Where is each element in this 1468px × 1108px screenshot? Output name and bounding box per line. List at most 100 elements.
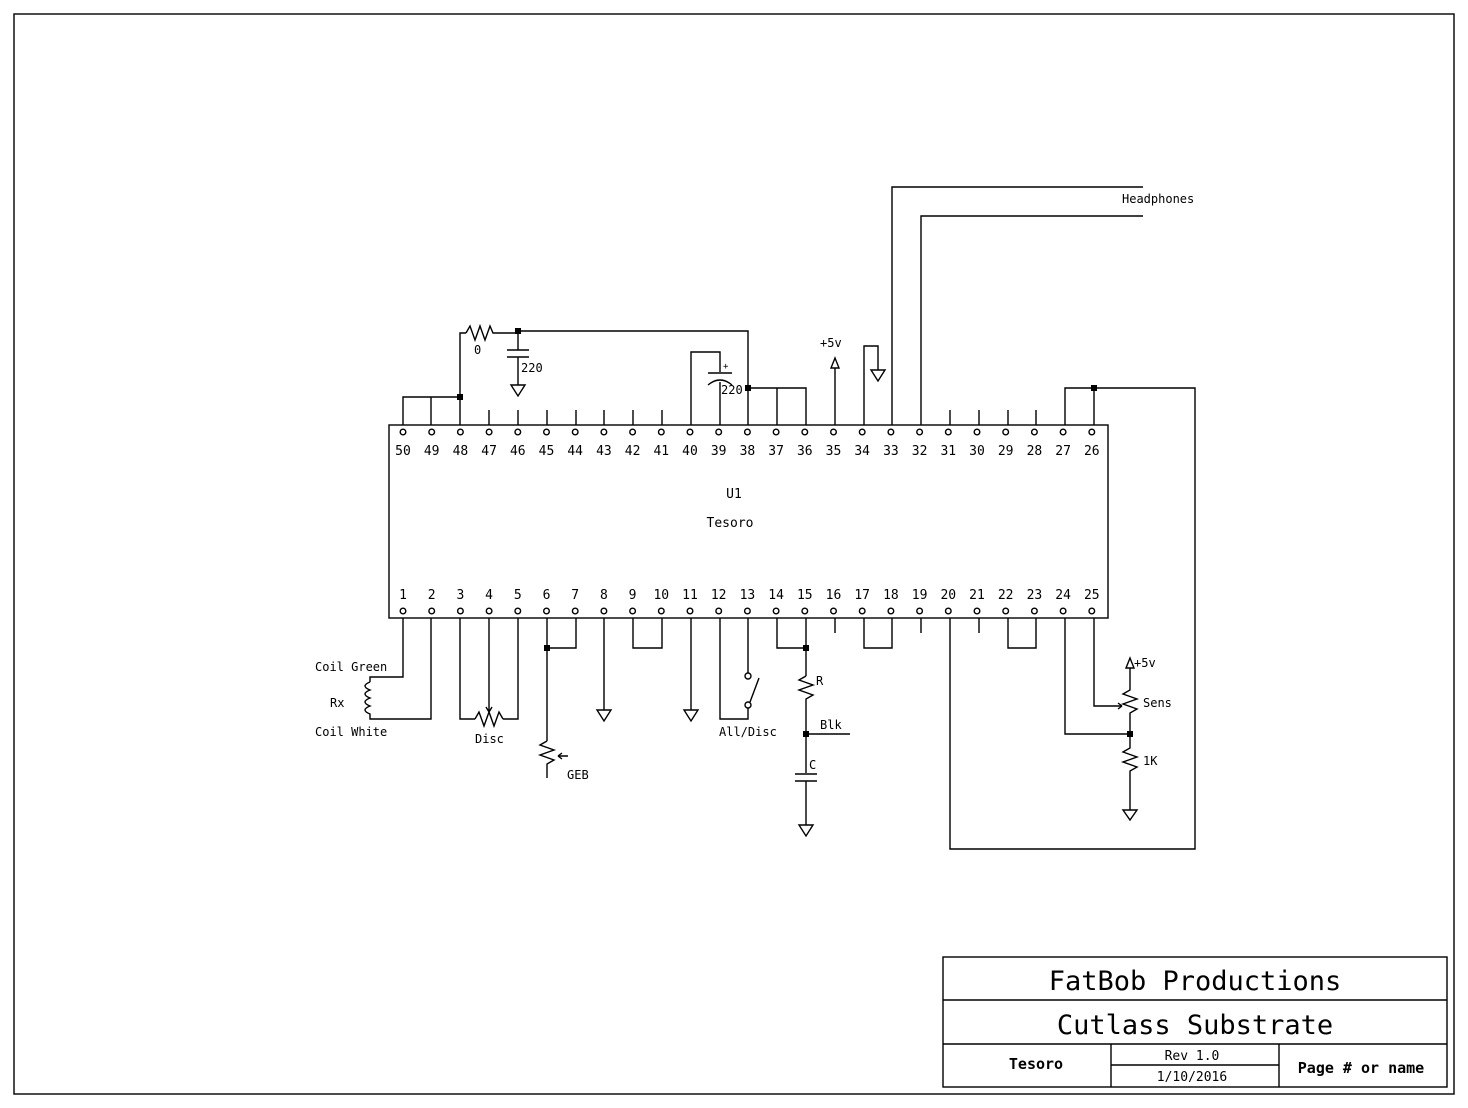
company-name: FatBob Productions xyxy=(1049,966,1342,997)
pin-number: 43 xyxy=(596,444,612,459)
pin-12 xyxy=(715,607,723,615)
capacitor-c-icon xyxy=(795,773,817,825)
pin-number: 39 xyxy=(711,444,727,459)
pin-9 xyxy=(629,607,637,615)
pin-number: 11 xyxy=(682,588,698,603)
sheet-border xyxy=(13,13,1455,1095)
electrolytic-cap-icon xyxy=(707,372,733,425)
pin-number: 5 xyxy=(514,588,522,603)
pin-number: 44 xyxy=(567,444,583,459)
pin-number: 45 xyxy=(539,444,555,459)
label-blk: Blk xyxy=(820,718,842,732)
pin-32 xyxy=(916,428,924,436)
potentiometer-disc-icon xyxy=(474,618,504,729)
label-all-disc: All/Disc xyxy=(719,725,777,739)
pin-5 xyxy=(514,607,522,615)
pin-number: 9 xyxy=(629,588,637,603)
pin-number: 42 xyxy=(625,444,641,459)
pin-number: 23 xyxy=(1027,588,1043,603)
vcc-arrow-icon xyxy=(1124,656,1136,669)
resistor-0-icon xyxy=(465,323,518,343)
pin-number: 50 xyxy=(395,444,411,459)
cap-plus-sign: + xyxy=(723,362,729,372)
pin-number: 47 xyxy=(481,444,497,459)
chip-name: Tesoro xyxy=(707,516,754,531)
pin-28 xyxy=(1030,428,1038,436)
pin-18 xyxy=(887,607,895,615)
pin-number: 12 xyxy=(711,588,727,603)
pin-number: 3 xyxy=(456,588,464,603)
chip-ref: U1 xyxy=(726,487,742,502)
pin-number: 13 xyxy=(740,588,756,603)
pin-number: 35 xyxy=(826,444,842,459)
revision: Rev 1.0 xyxy=(1165,1049,1220,1064)
pin-number: 26 xyxy=(1084,444,1100,459)
pin-number: 20 xyxy=(940,588,956,603)
pin-number: 30 xyxy=(969,444,985,459)
pin-14 xyxy=(772,607,780,615)
bottom-wiring: Coil Green Rx Coil White Disc GEB All/Di… xyxy=(315,618,1172,838)
pin-2 xyxy=(428,607,436,615)
pin-30 xyxy=(973,428,981,436)
pin-34 xyxy=(858,428,866,436)
part-name: Tesoro xyxy=(1009,1055,1063,1073)
pin-4 xyxy=(485,607,493,615)
pin-43 xyxy=(600,428,608,436)
label-geb: GEB xyxy=(567,768,589,782)
label-cap-220-b: 220 xyxy=(721,383,743,397)
pin-number: 49 xyxy=(424,444,440,459)
pin-48 xyxy=(456,428,464,436)
label-coil-white: Coil White xyxy=(315,725,387,739)
pin-number: 10 xyxy=(653,588,669,603)
pin-44 xyxy=(571,428,579,436)
pin-21 xyxy=(973,607,981,615)
pin-number: 24 xyxy=(1055,588,1071,603)
top-wiring: 0 220 + 220 +5v Headphones xyxy=(402,186,1196,850)
pin-3 xyxy=(456,607,464,615)
pin-19 xyxy=(916,607,924,615)
resistor-r-icon xyxy=(796,675,816,773)
pin-number: 17 xyxy=(854,588,870,603)
ground-icon xyxy=(1121,809,1139,822)
pin-number: 36 xyxy=(797,444,813,459)
pin-45 xyxy=(543,428,551,436)
junction-dot xyxy=(803,645,809,651)
pin-number: 16 xyxy=(826,588,842,603)
pin-number: 18 xyxy=(883,588,899,603)
pin-number: 22 xyxy=(998,588,1014,603)
pin-23 xyxy=(1030,607,1038,615)
ground-icon xyxy=(595,709,613,723)
pin-number: 41 xyxy=(653,444,669,459)
resistor-1k-icon xyxy=(1120,734,1140,810)
pin-number: 28 xyxy=(1027,444,1043,459)
label-cap-220-a: 220 xyxy=(521,361,543,375)
pin-29 xyxy=(1002,428,1010,436)
label-headphones: Headphones xyxy=(1122,192,1194,206)
pin-number: 46 xyxy=(510,444,526,459)
pin-50 xyxy=(399,428,407,436)
pin-49 xyxy=(428,428,436,436)
date: 1/10/2016 xyxy=(1157,1070,1227,1085)
pin-1 xyxy=(399,607,407,615)
pin-number: 33 xyxy=(883,444,899,459)
title-block: FatBob Productions Cutlass Substrate Tes… xyxy=(942,956,1448,1088)
junction-dot xyxy=(457,394,463,400)
pin-15 xyxy=(801,607,809,615)
label-disc: Disc xyxy=(475,732,504,746)
pin-number: 34 xyxy=(854,444,870,459)
pin-10 xyxy=(657,607,665,615)
pin-6 xyxy=(543,607,551,615)
pin-number: 7 xyxy=(571,588,579,603)
pin-number: 1 xyxy=(399,588,407,603)
headphone-wire-2 xyxy=(920,215,1143,425)
pin-31 xyxy=(944,428,952,436)
ground-icon xyxy=(682,709,700,723)
pin-46 xyxy=(514,428,522,436)
label-r0: 0 xyxy=(474,343,481,357)
pin-number: 6 xyxy=(543,588,551,603)
pin-number: 15 xyxy=(797,588,813,603)
pin-number: 21 xyxy=(969,588,985,603)
label-rx: Rx xyxy=(330,696,344,710)
